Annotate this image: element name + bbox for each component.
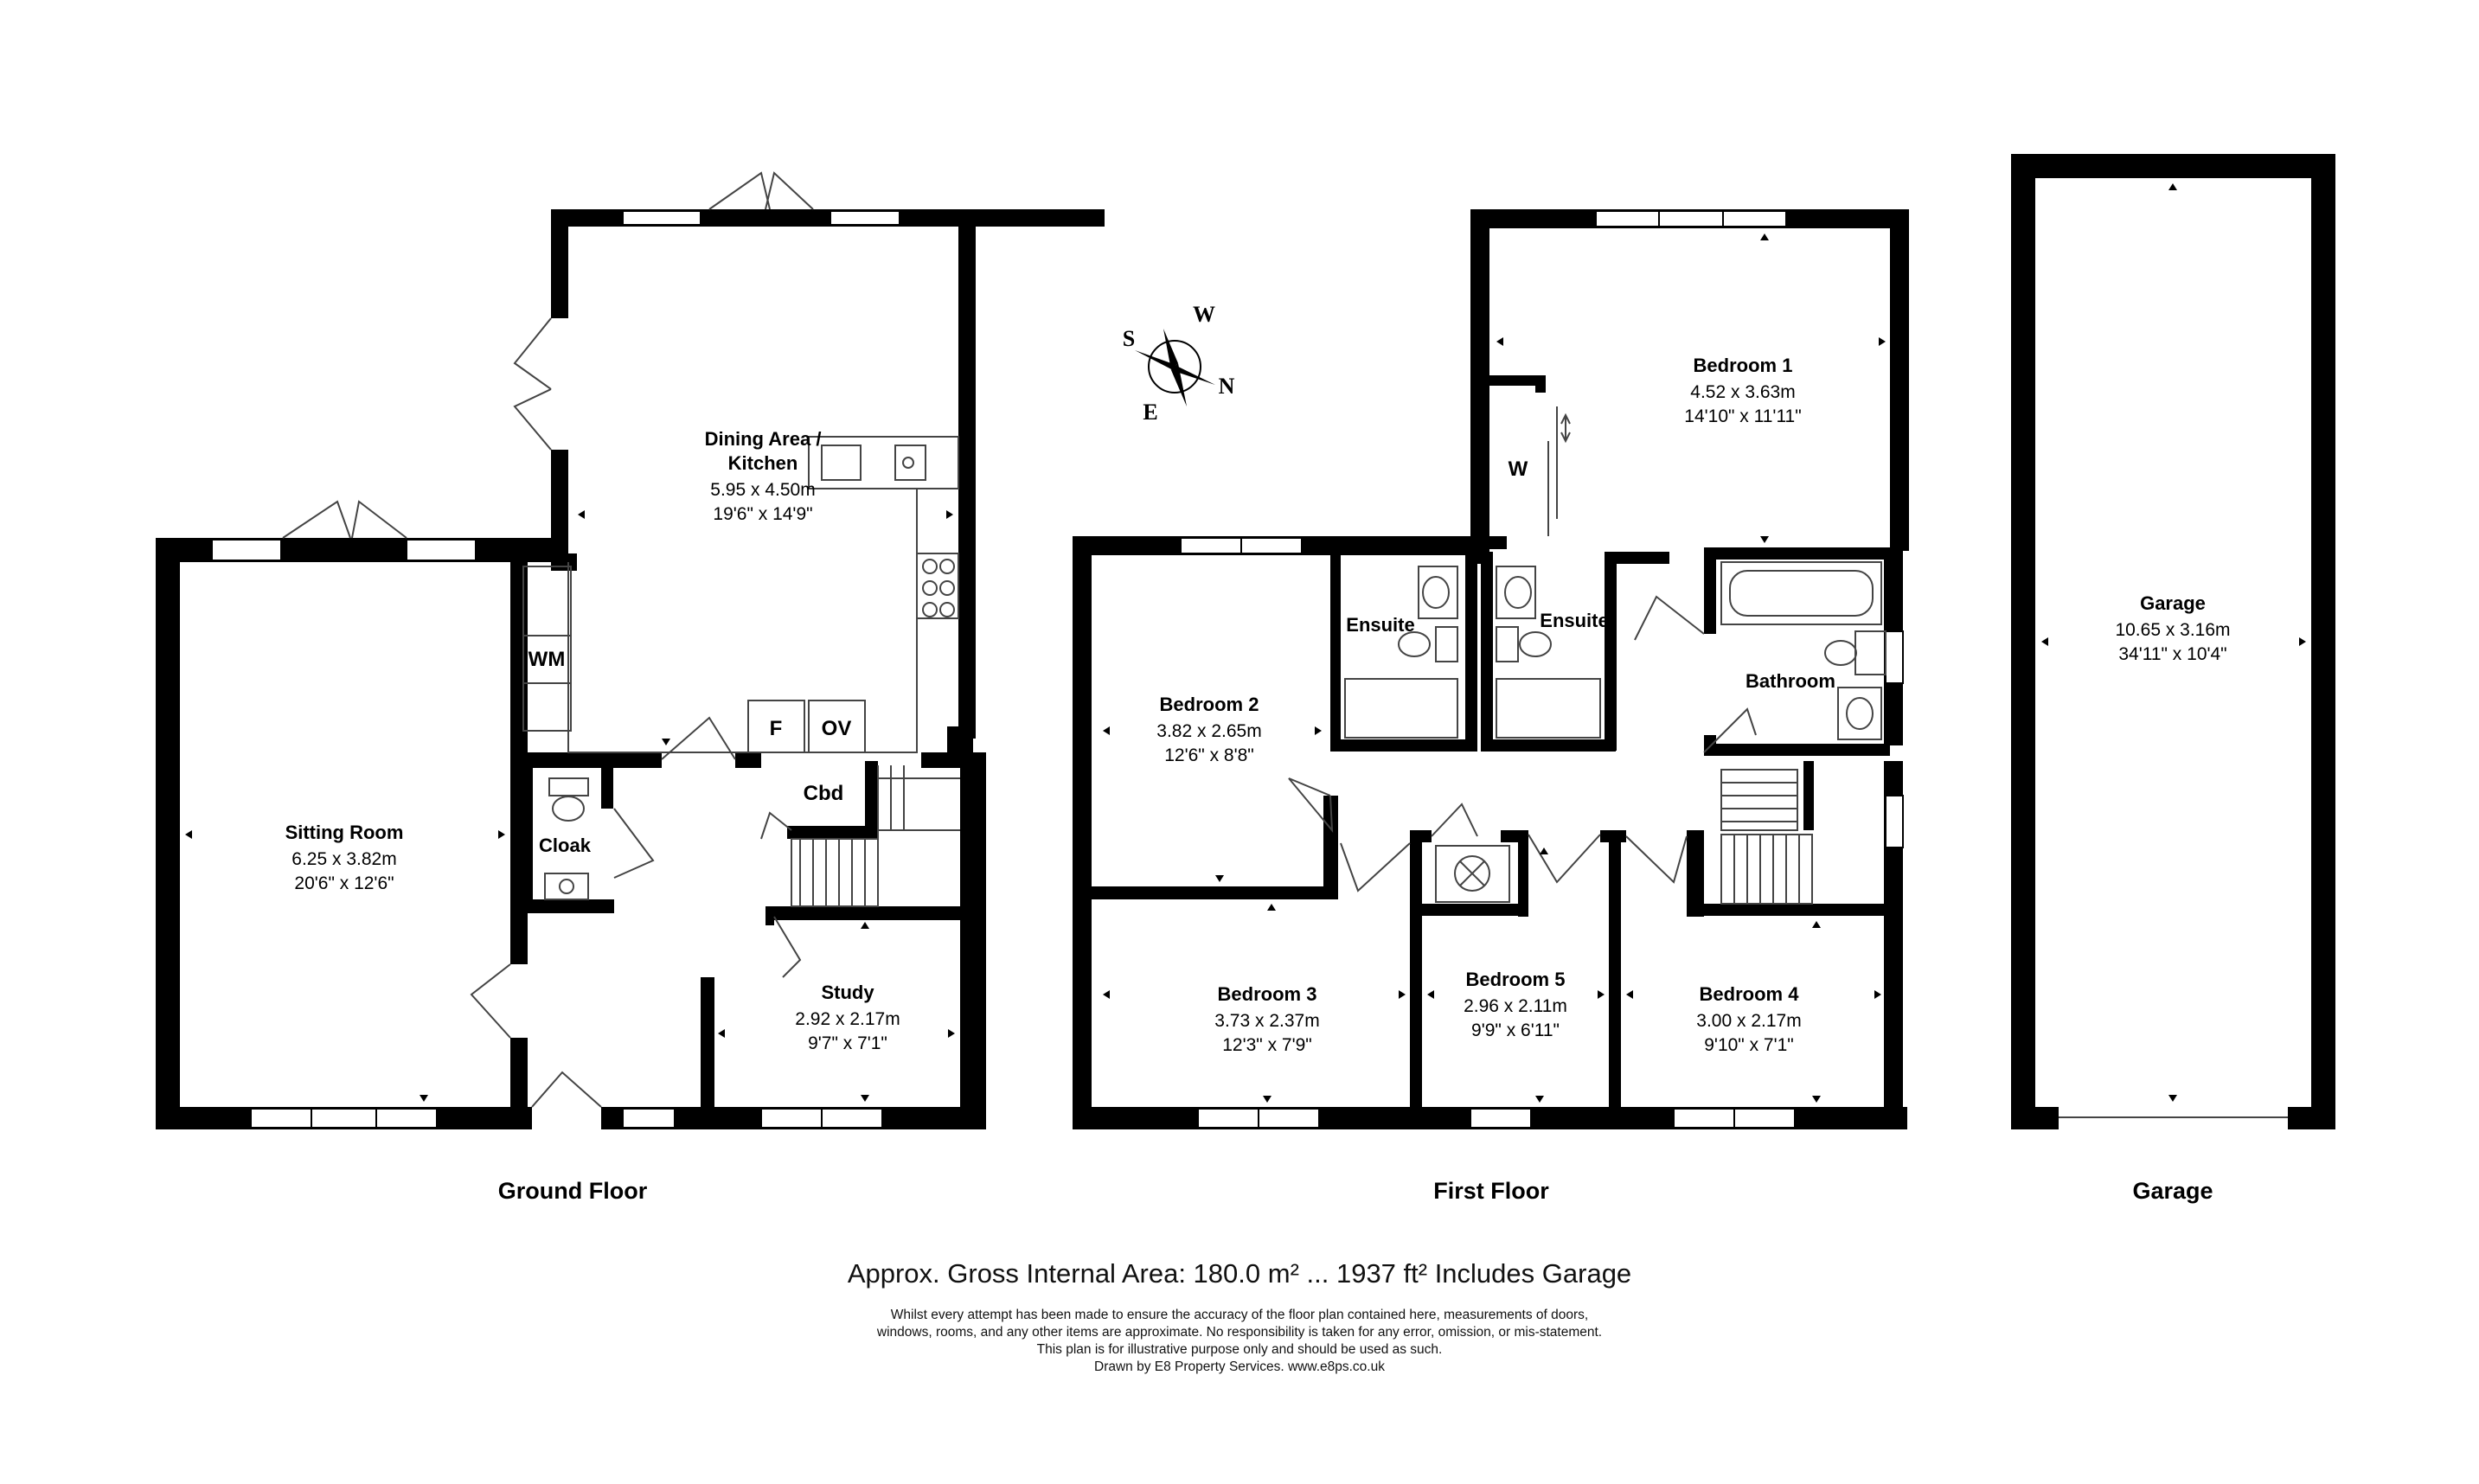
bedroom-5-imperial: 9'9" x 6'11" <box>1471 1020 1560 1040</box>
washing-machine-label: WM <box>528 648 566 671</box>
garage-name: Garage <box>2140 592 2206 614</box>
sitting-room-metric: 6.25 x 3.82m <box>291 849 396 869</box>
compass-w: W <box>1193 302 1215 327</box>
study-metric: 2.92 x 2.17m <box>795 1009 900 1029</box>
sitting-room-name: Sitting Room <box>285 822 404 843</box>
dining-kitchen-imperial: 19'6" x 14'9" <box>713 504 812 524</box>
ground-floor-walls <box>156 209 1105 1129</box>
garage-dimension-arrows <box>2041 183 2306 1102</box>
gross-internal-area: Approx. Gross Internal Area: 180.0 m² ..… <box>847 1258 1632 1289</box>
compass-rose: S W N E <box>1123 302 1235 425</box>
garage-metric: 10.65 x 3.16m <box>2115 620 2230 640</box>
bedroom-3-metric: 3.73 x 2.37m <box>1214 1011 1319 1031</box>
oven-label: OV <box>822 717 852 740</box>
garage-floor-label: Garage <box>2132 1178 2213 1204</box>
ground-floor-doors <box>282 171 814 1108</box>
plan-footer: Approx. Gross Internal Area: 180.0 m² ..… <box>0 1258 2479 1376</box>
bathroom-name: Bathroom <box>1746 670 1835 692</box>
ground-floor-plan: Dining Area / Kitchen 5.95 x 4.50m 19'6"… <box>156 171 1105 1204</box>
bedroom-5-name: Bedroom 5 <box>1466 969 1566 990</box>
wardrobe-label: W <box>1509 457 1528 481</box>
disclaimer-line-3: This plan is for illustrative purpose on… <box>1036 1342 1443 1357</box>
first-floor-label: First Floor <box>1433 1178 1549 1204</box>
kitchen-fixtures <box>522 436 960 907</box>
compass-s: S <box>1123 326 1135 351</box>
first-floor-dimension-arrows <box>1103 233 1886 1103</box>
first-floor-windows <box>1180 210 1904 1129</box>
ground-floor-dimension-arrows <box>185 510 955 1102</box>
bedroom-2-imperial: 12'6" x 8'8" <box>1164 745 1254 765</box>
ensuite-right-name: Ensuite <box>1540 610 1608 631</box>
bedroom-2-metric: 3.82 x 2.65m <box>1156 721 1261 741</box>
first-floor-doors <box>1288 406 1757 892</box>
compass-n: N <box>1219 374 1235 399</box>
disclaimer-line-4: Drawn by E8 Property Services. www.e8ps.… <box>1094 1359 1385 1374</box>
bedroom-3-name: Bedroom 3 <box>1218 983 1317 1005</box>
bedroom-4-name: Bedroom 4 <box>1700 983 1800 1005</box>
garage-walls <box>2011 154 2335 1129</box>
dining-kitchen-name-1: Dining Area / <box>705 428 822 450</box>
fridge-label: F <box>770 717 783 740</box>
bedroom-1-imperial: 14'10" x 11'11" <box>1684 406 1801 426</box>
ground-floor-label: Ground Floor <box>498 1178 648 1204</box>
first-floor-walls <box>1073 209 1909 1129</box>
disclaimer-line-2: windows, rooms, and any other items are … <box>876 1325 1603 1340</box>
first-floor-fixtures <box>1344 561 1886 905</box>
dining-kitchen-metric: 5.95 x 4.50m <box>710 480 815 500</box>
bedroom-4-imperial: 9'10" x 7'1" <box>1704 1035 1794 1055</box>
study-imperial: 9'7" x 7'1" <box>808 1033 887 1053</box>
bedroom-4-metric: 3.00 x 2.17m <box>1696 1011 1801 1031</box>
first-floor-plan: W Bedroom 1 4.52 x 3.63m 14'10" x 11'11"… <box>1073 209 1909 1204</box>
bedroom-2-name: Bedroom 2 <box>1160 694 1259 715</box>
disclaimer-line-1: Whilst every attempt has been made to en… <box>890 1308 1589 1322</box>
bedroom-1-name: Bedroom 1 <box>1694 355 1793 376</box>
compass-e: E <box>1143 400 1157 425</box>
cloak-name: Cloak <box>539 835 592 856</box>
bedroom-5-metric: 2.96 x 2.11m <box>1464 996 1567 1016</box>
cupboard-label: Cbd <box>804 782 844 805</box>
ground-floor-windows <box>211 210 900 1129</box>
dining-kitchen-name-2: Kitchen <box>728 452 798 474</box>
sitting-room-imperial: 20'6" x 12'6" <box>294 873 394 893</box>
garage-imperial: 34'11" x 10'4" <box>2118 644 2226 664</box>
study-name: Study <box>821 982 874 1003</box>
bedroom-1-metric: 4.52 x 3.63m <box>1690 382 1795 402</box>
garage-plan: Garage 10.65 x 3.16m 34'11" x 10'4" Gara… <box>2011 154 2335 1204</box>
ensuite-left-name: Ensuite <box>1346 614 1414 636</box>
bedroom-3-imperial: 12'3" x 7'9" <box>1222 1035 1312 1055</box>
